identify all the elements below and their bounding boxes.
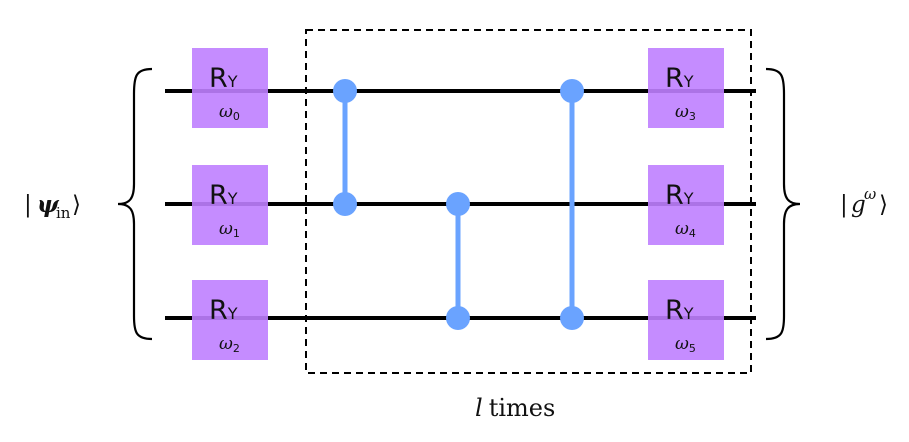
- gate-text: ω0: [219, 102, 240, 123]
- gate-parameter: ω: [219, 219, 233, 239]
- gate-ry-1: RY ω1: [192, 165, 268, 245]
- input-state-label: | ψ in ⟩: [24, 191, 81, 222]
- control-dot: [333, 192, 357, 216]
- gate-text: RY: [665, 180, 694, 211]
- control-dot: [333, 79, 357, 103]
- gate-label: R: [209, 63, 228, 94]
- gate-text: ω3: [675, 102, 696, 123]
- gate-box: [648, 48, 724, 128]
- gate-label: R: [665, 295, 684, 326]
- gate-text: ω1: [219, 219, 240, 240]
- entangler-q0-q1: [333, 79, 357, 216]
- gate-parameter-index: 1: [233, 227, 240, 240]
- output-ket-close: ⟩: [879, 192, 888, 218]
- control-dot: [560, 79, 584, 103]
- gate-parameter-index: 4: [689, 227, 696, 240]
- gate-ry-5: RY ω5: [648, 280, 724, 360]
- gate-box: [648, 165, 724, 245]
- gate-parameter: ω: [675, 102, 689, 122]
- gate-parameter: ω: [675, 334, 689, 354]
- gate-ry-0: RY ω0: [192, 48, 268, 128]
- input-psi-symbol: ψ: [37, 191, 60, 218]
- gate-parameter: ω: [675, 219, 689, 239]
- gate-parameter: ω: [219, 334, 233, 354]
- gate-label: R: [209, 180, 228, 211]
- gate-box: [192, 48, 268, 128]
- gate-label: R: [665, 180, 684, 211]
- gate-text: RY: [209, 295, 238, 326]
- gate-label: R: [665, 63, 684, 94]
- output-state-label: | g ω ⟩: [840, 185, 888, 218]
- input-subscript: in: [56, 204, 71, 222]
- output-g-symbol: g: [851, 192, 866, 218]
- gate-box: [648, 280, 724, 360]
- gate-parameter-index: 2: [233, 342, 240, 355]
- gate-parameter-index: 5: [689, 342, 696, 355]
- gate-text: ω5: [675, 334, 696, 355]
- input-ket-open: |: [24, 192, 32, 218]
- gate-label: R: [209, 295, 228, 326]
- control-dot: [446, 192, 470, 216]
- repeat-variable: l: [475, 394, 483, 422]
- gate-parameter: ω: [219, 102, 233, 122]
- gate-ry-2: RY ω2: [192, 280, 268, 360]
- input-ket-close: ⟩: [72, 192, 81, 218]
- gate-text: RY: [209, 63, 238, 94]
- output-ket-open: |: [840, 192, 848, 218]
- repeat-block-box: [305, 29, 752, 374]
- output-brace: [765, 67, 801, 341]
- output-superscript: ω: [864, 185, 876, 203]
- gate-box: [192, 165, 268, 245]
- gate-parameter-index: 3: [689, 110, 696, 123]
- gate-text: RY: [665, 295, 694, 326]
- input-brace: [117, 67, 153, 341]
- gate-label-subscript: Y: [227, 72, 238, 91]
- gate-label-subscript: Y: [683, 304, 694, 323]
- control-dot: [446, 306, 470, 330]
- gate-ry-4: RY ω4: [648, 165, 724, 245]
- gate-box: [192, 280, 268, 360]
- gate-ry-3: RY ω3: [648, 48, 724, 128]
- gate-label-subscript: Y: [683, 189, 694, 208]
- gate-label-subscript: Y: [227, 304, 238, 323]
- repeat-text: times: [489, 394, 556, 422]
- entangler-q0-q2: [560, 79, 584, 330]
- gate-text: ω4: [675, 219, 696, 240]
- gate-label-subscript: Y: [683, 72, 694, 91]
- gate-text: ω2: [219, 334, 240, 355]
- gate-text: RY: [209, 180, 238, 211]
- gate-parameter-index: 0: [233, 110, 240, 123]
- gate-label-subscript: Y: [227, 189, 238, 208]
- gate-text: RY: [665, 63, 694, 94]
- control-dot: [560, 306, 584, 330]
- entangler-q1-q2: [446, 192, 470, 330]
